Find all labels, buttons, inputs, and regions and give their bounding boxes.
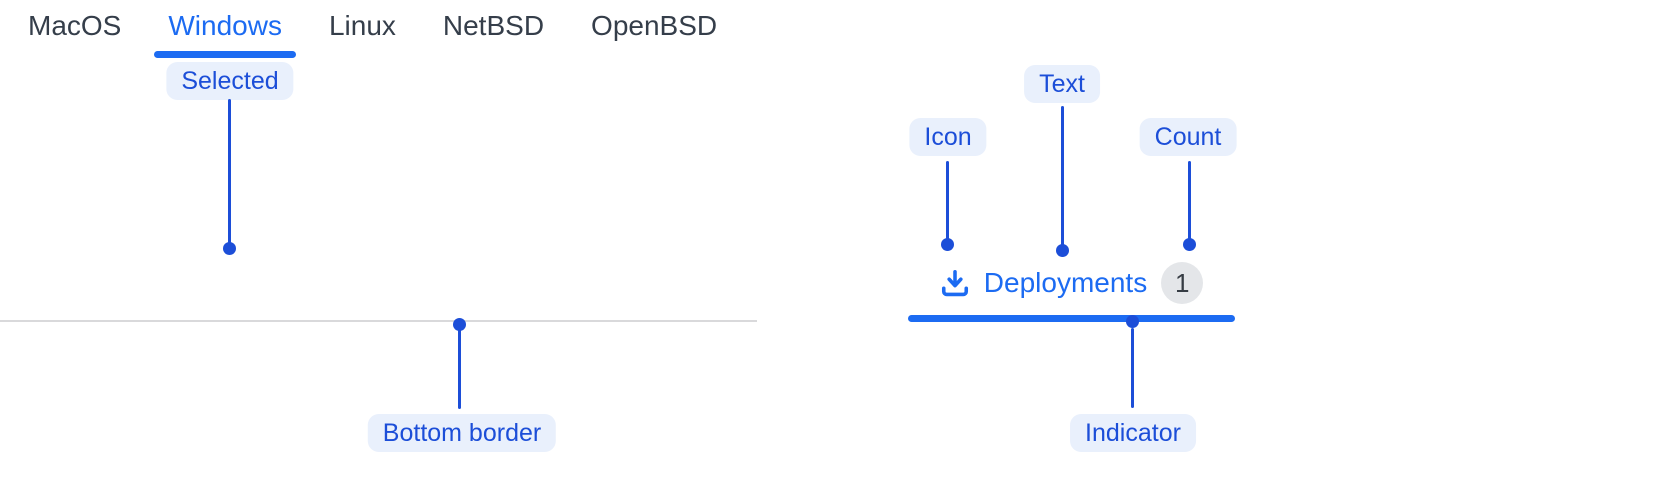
tab-netbsd[interactable]: NetBSD [429, 0, 558, 58]
bottom-border-annotation-dot [453, 318, 466, 331]
count-annotation-line [1188, 161, 1191, 241]
tab-openbsd-label: OpenBSD [591, 10, 718, 41]
active-tab-indicator [908, 315, 1235, 322]
tab-macos[interactable]: MacOS [14, 0, 135, 58]
deployments-count-badge: 1 [1161, 262, 1204, 304]
tab-linux[interactable]: Linux [315, 0, 410, 58]
indicator-annotation-line [1131, 328, 1134, 408]
selected-tab-underline [154, 51, 296, 58]
text-annotation-line [1061, 106, 1064, 246]
tab-windows-label: Windows [168, 10, 282, 41]
selected-annotation-dot [223, 242, 236, 255]
tab-openbsd[interactable]: OpenBSD [577, 0, 731, 58]
deployments-tab-label: Deployments [983, 267, 1148, 298]
bottom-border-annotation-pill: Bottom border [367, 414, 557, 452]
tab-bar: MacOS Windows Linux NetBSD OpenBSD [0, 0, 757, 58]
deployments-tab[interactable]: Deployments 1 [908, 257, 1235, 309]
bottom-border-annotation-line [458, 329, 461, 409]
download-icon [941, 269, 968, 297]
tab-bar-bottom-border [0, 320, 757, 322]
selected-annotation-line [228, 99, 231, 245]
tab-windows-selected[interactable]: Windows [154, 0, 296, 58]
tab-linux-label: Linux [328, 10, 396, 41]
indicator-annotation-dot [1126, 315, 1139, 328]
icon-annotation-line [946, 161, 949, 241]
text-annotation-dot [1056, 244, 1069, 257]
indicator-annotation-pill: Indicator [1070, 414, 1196, 452]
tab-netbsd-label: NetBSD [442, 10, 545, 41]
icon-annotation-dot [941, 238, 954, 251]
selected-annotation-pill: Selected [166, 62, 294, 100]
count-annotation-dot [1183, 238, 1196, 251]
count-annotation-pill: Count [1139, 118, 1237, 156]
text-annotation-pill: Text [1024, 65, 1100, 103]
tab-macos-label: MacOS [28, 10, 122, 41]
icon-annotation-pill: Icon [909, 118, 987, 156]
